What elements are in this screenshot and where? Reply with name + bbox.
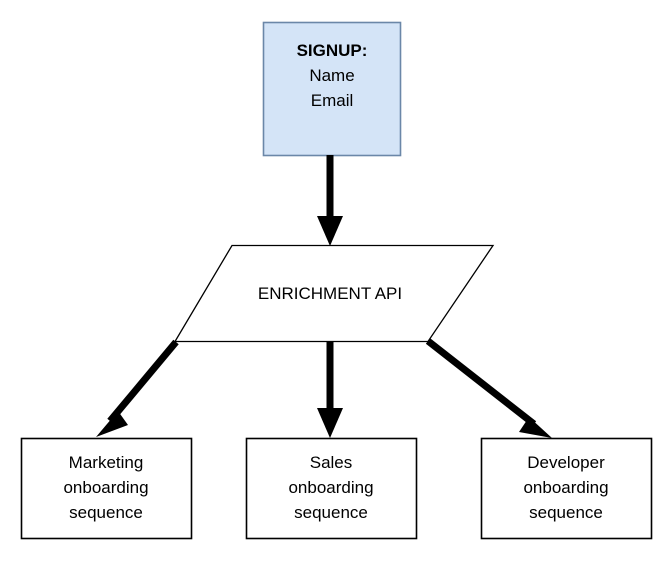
node-sales-shape[interactable] [245, 437, 418, 540]
node-enrichment-api-shape[interactable] [173, 244, 495, 343]
edge-signup-to-enrichment [317, 155, 343, 246]
edge-enrichment-to-marketing [96, 339, 179, 437]
edge-enrichment-to-sales [317, 342, 343, 438]
edge-enrichment-to-developer [425, 338, 552, 438]
node-marketing-shape[interactable] [20, 437, 193, 540]
node-signup-shape[interactable] [262, 21, 402, 157]
node-developer-shape[interactable] [480, 437, 653, 540]
